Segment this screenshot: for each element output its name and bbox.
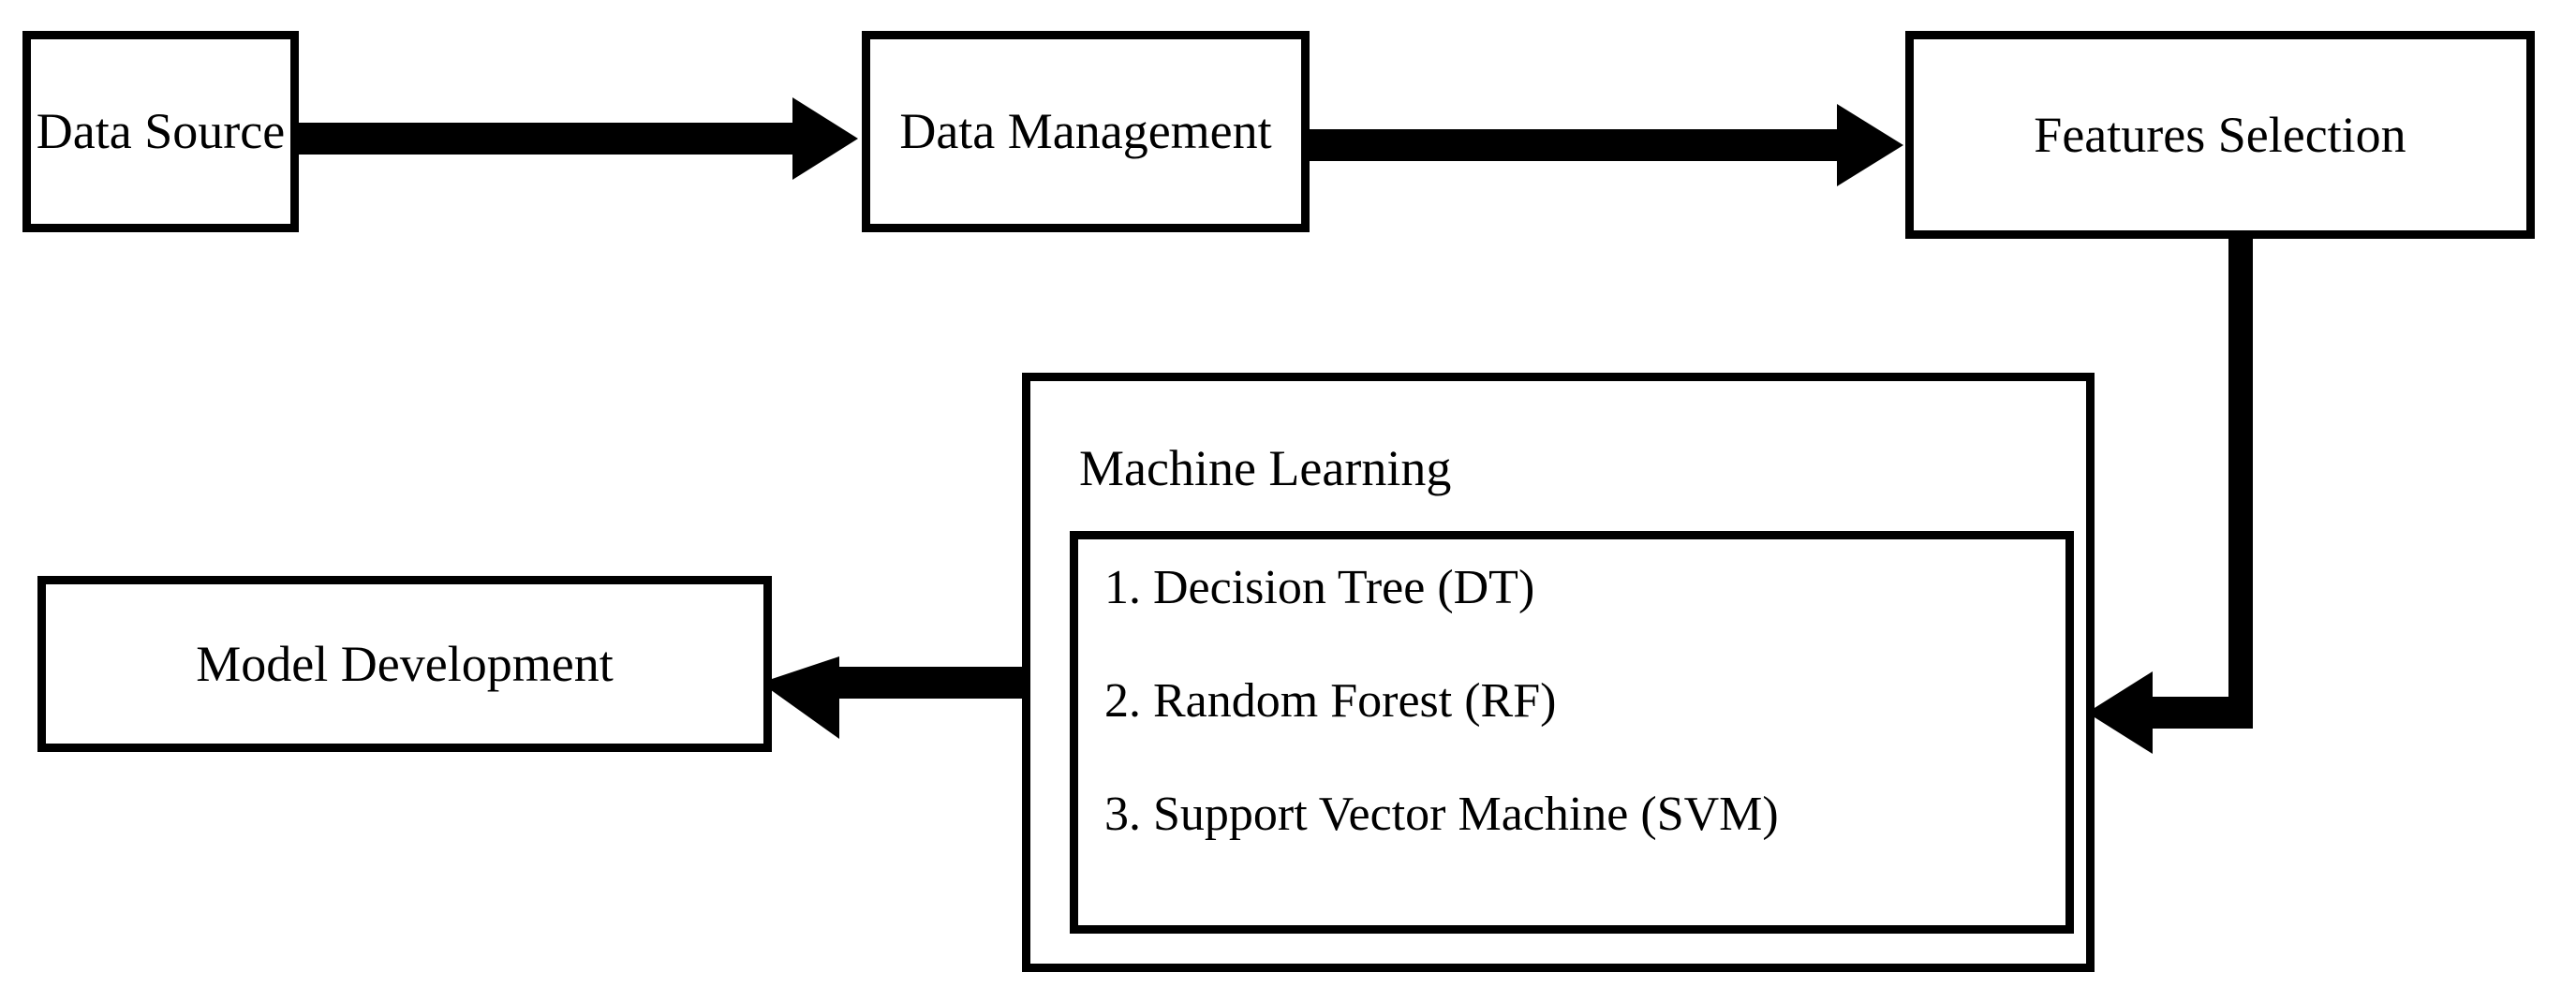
list-item: 3. Support Vector Machine (SVM) bbox=[1104, 788, 1779, 841]
arrow-machine-learning-to-model-development bbox=[761, 656, 1027, 739]
node-machine-learning[interactable]: Machine Learning 1. Decision Tree (DT) 2… bbox=[1022, 373, 2095, 972]
machine-learning-algorithms-box: 1. Decision Tree (DT) 2. Random Forest (… bbox=[1070, 531, 2074, 934]
list-item: 1. Decision Tree (DT) bbox=[1104, 561, 1535, 614]
machine-learning-algorithms-list: 1. Decision Tree (DT) 2. Random Forest (… bbox=[1104, 560, 2065, 900]
list-item: 2. Random Forest (RF) bbox=[1104, 674, 1557, 728]
node-features-selection-label: Features Selection bbox=[2034, 106, 2406, 163]
node-data-source-label: Data Source bbox=[36, 103, 286, 160]
node-data-source[interactable]: Data Source bbox=[22, 31, 299, 232]
arrow-features-selection-to-machine-learning bbox=[2087, 234, 2253, 754]
node-data-management-label: Data Management bbox=[899, 103, 1272, 160]
arrow-data-management-to-features-selection bbox=[1309, 104, 1903, 186]
machine-learning-title: Machine Learning bbox=[1079, 440, 1452, 496]
node-features-selection[interactable]: Features Selection bbox=[1905, 31, 2535, 239]
node-data-management[interactable]: Data Management bbox=[862, 31, 1310, 232]
node-model-development[interactable]: Model Development bbox=[37, 576, 772, 752]
node-model-development-label: Model Development bbox=[196, 635, 614, 692]
arrow-data-source-to-data-management bbox=[298, 97, 858, 180]
